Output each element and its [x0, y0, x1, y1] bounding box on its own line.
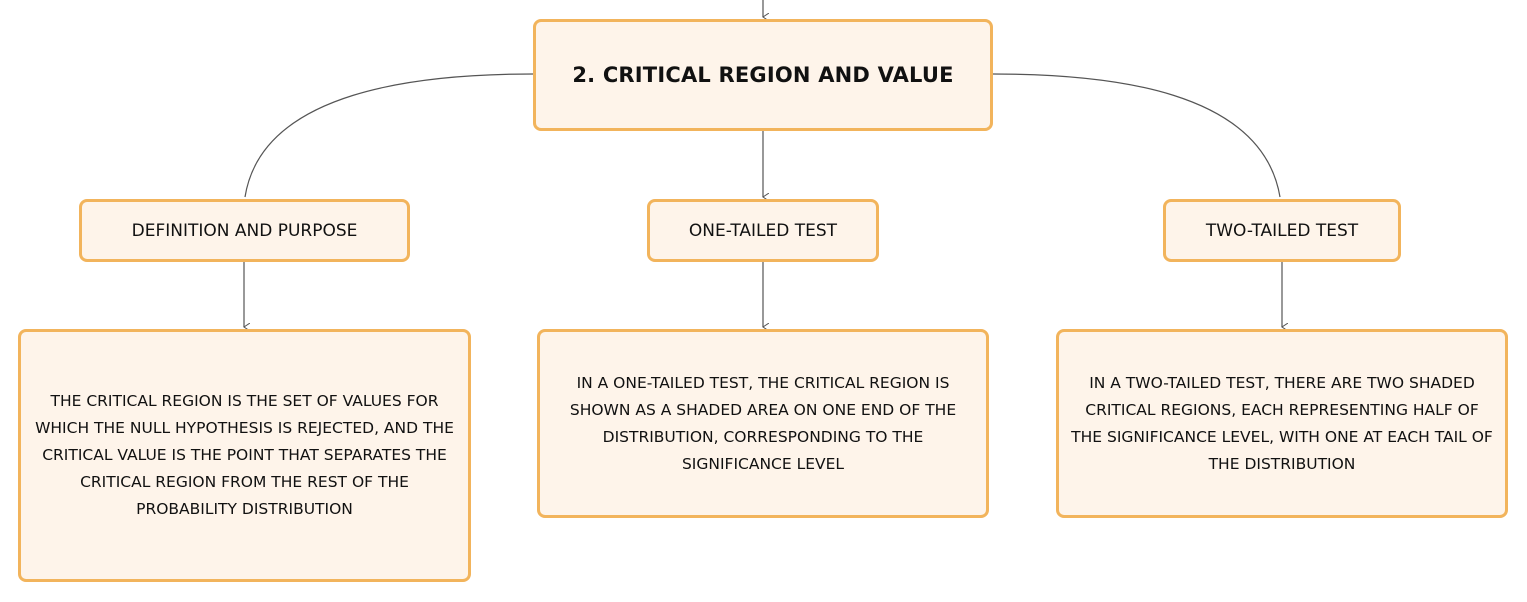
one-tailed-test-label: ONE-TAILED TEST [688, 220, 838, 241]
definition-detail-text: THE CRITICAL REGION IS THE SET OF VALUES… [35, 392, 454, 518]
root-node[interactable]: 2. CRITICAL REGION AND VALUE [533, 19, 993, 131]
two-tailed-test-node[interactable]: TWO-TAILED TEST [1163, 199, 1401, 262]
two-tailed-detail-node[interactable]: IN A TWO-TAILED TEST, THERE ARE TWO SHAD… [1056, 329, 1508, 518]
definition-and-purpose-node[interactable]: DEFINITION AND PURPOSE [79, 199, 410, 262]
two-tailed-detail-text: IN A TWO-TAILED TEST, THERE ARE TWO SHAD… [1071, 373, 1493, 473]
one-tailed-detail-text: IN A ONE-TAILED TEST, THE CRITICAL REGIO… [569, 373, 957, 473]
definition-detail-node[interactable]: THE CRITICAL REGION IS THE SET OF VALUES… [18, 329, 471, 582]
one-tailed-test-node[interactable]: ONE-TAILED TEST [647, 199, 879, 262]
definition-and-purpose-label: DEFINITION AND PURPOSE [131, 220, 358, 241]
root-node-label: 2. CRITICAL REGION AND VALUE [572, 63, 954, 87]
connector-root-to-definition [244, 73, 534, 198]
connector-root-to-two-tailed [992, 73, 1281, 198]
one-tailed-detail-node[interactable]: IN A ONE-TAILED TEST, THE CRITICAL REGIO… [537, 329, 989, 518]
two-tailed-test-label: TWO-TAILED TEST [1205, 220, 1359, 241]
